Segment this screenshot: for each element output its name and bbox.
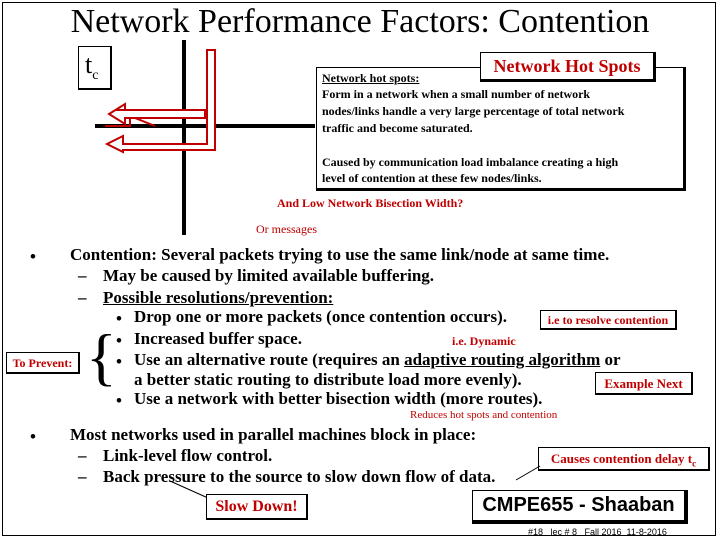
causes-delay-box: Causes contention delay tc [538, 447, 710, 471]
hot-spots-text-3: traffic and become saturated. [322, 121, 473, 135]
crossbar-lines [95, 40, 315, 235]
to-prevent-box: To Prevent: [6, 352, 80, 374]
sub-alternative-route-line2: a better static routing to distribute lo… [134, 370, 522, 389]
sub-glyph-4: • [116, 391, 122, 410]
hot-spots-heading: Network hot spots: [322, 71, 420, 85]
prevent-brace: { [86, 321, 117, 392]
hot-spots-text-5: level of contention at these few nodes/l… [322, 171, 542, 185]
blocked-arrow [107, 102, 206, 126]
hot-spots-title: Network Hot Spots [480, 52, 656, 82]
dash-buffering: May be caused by limited available buffe… [103, 266, 435, 285]
contention-diagram [95, 40, 315, 235]
sub-glyph-1: • [116, 309, 122, 328]
bullet-block-in-place: Most networks used in parallel machines … [70, 425, 477, 444]
sub-glyph-2: • [116, 331, 122, 350]
reduces-note: Reduces hot spots and contention [410, 409, 558, 421]
sub-glyph-3: • [116, 352, 122, 371]
dash-resolutions: Possible resolutions/prevention: [103, 288, 334, 307]
messages-note: Or messages [256, 222, 317, 236]
tc-label: tc [78, 46, 112, 90]
course-badge: CMPE655 - Shaaban [472, 490, 688, 524]
example-next-box: Example Next [595, 372, 693, 395]
resolve-note-box: i.e to resolve contention [540, 310, 677, 330]
dash-glyph-2: – [78, 288, 87, 307]
slide-footer: #18 lec # 8 Fall 2016 11-8-2016 [528, 527, 667, 537]
bullet-contention: Contention: Several packets trying to us… [70, 245, 610, 264]
dash-flow-control: Link-level flow control. [103, 446, 273, 465]
hot-spots-text-2: nodes/links handle a very large percenta… [322, 104, 625, 118]
sub-alternative-route: Use an alternative route (requires an ad… [134, 350, 621, 369]
sub-drop-packets: Drop one or more packets (once contentio… [134, 307, 508, 326]
bullet-glyph-1: • [30, 247, 36, 266]
dynamic-note: i.e. Dynamic [452, 334, 516, 348]
slide-title: Network Performance Factors: Contention [70, 3, 650, 40]
bullet-glyph-2: • [30, 427, 36, 446]
dash-back-pressure: Back pressure to the source to slow down… [103, 467, 496, 486]
hot-spots-text-4: Caused by communication load imbalance c… [322, 155, 619, 169]
slow-down-box: Slow Down! [206, 494, 308, 520]
bisection-note: And Low Network Bisection Width? [277, 196, 464, 210]
contention-arrows [104, 49, 216, 154]
sub-bisection-width: Use a network with better bisection widt… [134, 389, 543, 408]
sub-buffer-space: Increased buffer space. [134, 329, 302, 348]
dash-glyph-1: – [78, 266, 87, 285]
dash-glyph-3: – [78, 446, 87, 465]
hot-spots-text-1: Form in a network when a small number of… [322, 87, 591, 101]
dash-glyph-4: – [78, 467, 87, 486]
